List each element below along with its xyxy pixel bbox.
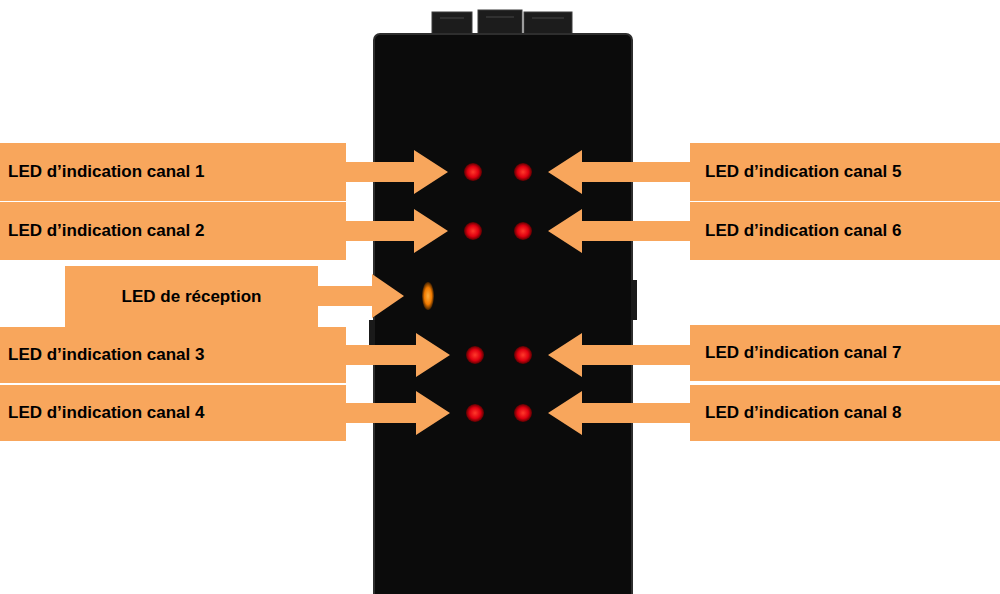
- callout-box: LED d’indication canal 4: [0, 385, 346, 441]
- housing: [374, 34, 632, 594]
- callout-label: LED d’indication canal 1: [8, 162, 204, 182]
- callout-arrow: [318, 150, 692, 435]
- callout-label: LED d’indication canal 3: [8, 345, 204, 365]
- callout-box: LED d’indication canal 2: [0, 202, 346, 260]
- callout-box: LED d’indication canal 3: [0, 327, 346, 383]
- callout-label: LED d’indication canal 4: [8, 403, 204, 423]
- callout-box: LED d’indication canal 8: [690, 385, 1000, 441]
- callout-label: LED d’indication canal 2: [8, 221, 204, 241]
- callout-label: LED de réception: [122, 287, 262, 307]
- callout-box: LED d’indication canal 7: [690, 325, 1000, 381]
- led-orange: [422, 282, 434, 310]
- callout-label: LED d’indication canal 7: [705, 343, 901, 363]
- callout-box: LED de réception: [65, 266, 318, 328]
- callout-label: LED d’indication canal 8: [705, 403, 901, 423]
- side-notch: [631, 280, 637, 320]
- callout-box: LED d’indication canal 6: [690, 202, 1000, 260]
- led-red: [464, 163, 532, 422]
- callout-box: LED d’indication canal 1: [0, 143, 346, 201]
- callout-label: LED d’indication canal 5: [705, 162, 901, 182]
- callout-box: LED d’indication canal 5: [690, 143, 1000, 201]
- callout-label: LED d’indication canal 6: [705, 221, 901, 241]
